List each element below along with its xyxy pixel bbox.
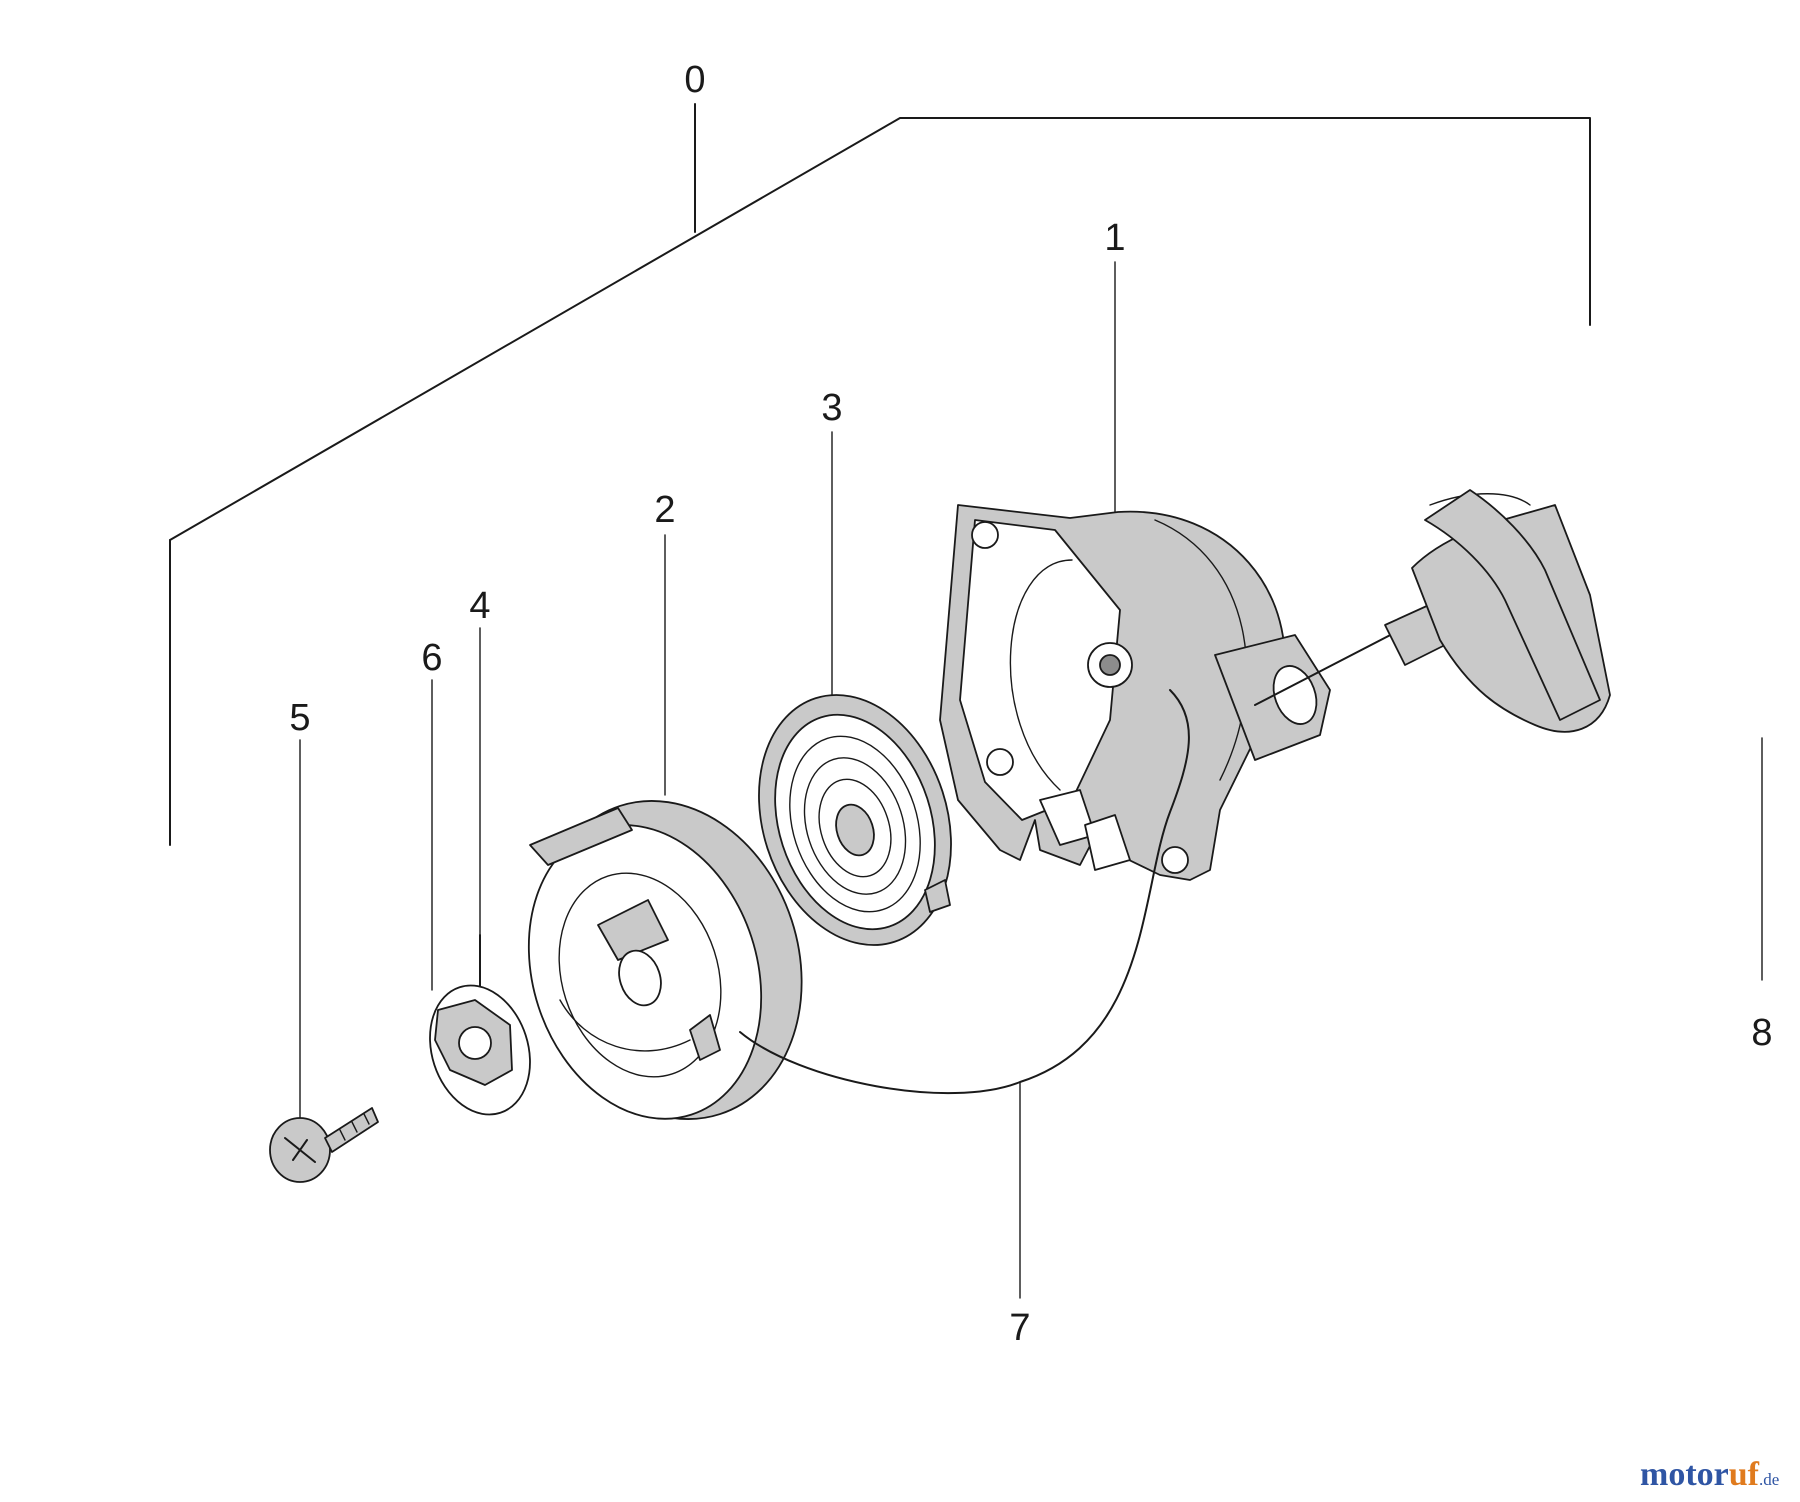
assembly-bracket [169, 103, 1591, 846]
pull-handle [1384, 489, 1611, 733]
starter-housing [939, 504, 1331, 881]
callout-1: 1 [1104, 217, 1125, 259]
callout-7: 7 [1009, 1307, 1030, 1349]
callout-6: 6 [421, 637, 442, 679]
leader-lines [299, 261, 1763, 1299]
watermark-suffix: .de [1759, 1470, 1779, 1489]
callout-0: 0 [684, 59, 705, 101]
starter-rope [739, 629, 1401, 1095]
callout-labels: 0 1 2 3 4 5 6 7 8 [289, 59, 1772, 1349]
callout-3: 3 [821, 387, 842, 429]
rope-pulley [527, 800, 803, 1120]
recoil-spring [758, 694, 952, 946]
callout-4: 4 [469, 585, 490, 627]
watermark-logo: motoruf.de [1640, 1456, 1779, 1493]
callout-8: 8 [1751, 1012, 1772, 1054]
screw [269, 1107, 379, 1183]
watermark-part-a: motor [1640, 1456, 1729, 1493]
ratchet-pawl [429, 934, 531, 1116]
callout-2: 2 [654, 489, 675, 531]
callout-5: 5 [289, 697, 310, 739]
watermark-part-b: uf [1729, 1456, 1760, 1493]
